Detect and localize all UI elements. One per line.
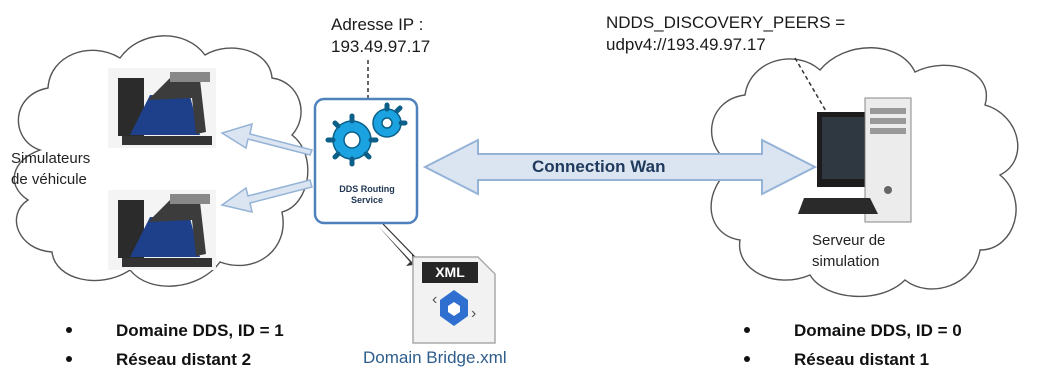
gears-icon: [325, 102, 408, 167]
discovery-peers-line1: NDDS_DISCOVERY_PEERS =: [606, 13, 846, 32]
dds-routing-line2: Service: [350, 195, 384, 205]
right-bullet-item: Réseau distant 1: [744, 345, 962, 374]
bullet-dot: [744, 356, 750, 362]
svg-text:‹: ‹: [432, 291, 437, 308]
arrow-to-simulator-bottom: [220, 179, 313, 214]
server-line2: simulation: [812, 253, 880, 270]
left-bullet-item: Domaine DDS, ID = 1: [66, 316, 284, 345]
right-bullet-text: Domaine DDS, ID = 0: [794, 321, 962, 340]
right-bullet-list: Domaine DDS, ID = 0 Réseau distant 1: [744, 316, 962, 374]
simulators-label: Simulateurs de véhicule: [11, 148, 90, 190]
left-bullet-list: Domaine DDS, ID = 1 Réseau distant 2: [66, 316, 284, 374]
server-label: Serveur de simulation: [812, 230, 885, 272]
bullet-dot: [744, 327, 750, 333]
left-bullet-text: Domaine DDS, ID = 1: [116, 321, 284, 340]
left-bullet-text: Réseau distant 2: [116, 350, 252, 369]
arrow-to-simulator-top: [220, 122, 314, 156]
server-line1: Serveur de: [812, 232, 886, 249]
svg-text:›: ›: [471, 305, 476, 322]
left-bullet-item: Réseau distant 2: [66, 345, 284, 374]
peers-dashed-line: [794, 57, 831, 119]
xml-file-icon: ‹ ›: [378, 223, 496, 344]
left-cloud: [13, 35, 309, 287]
right-bullet-text: Réseau distant 1: [794, 350, 930, 369]
discovery-peers-label: NDDS_DISCOVERY_PEERS = udpv4://193.49.97…: [606, 12, 845, 56]
wan-double-arrow: [422, 138, 818, 196]
ip-address-label: Adresse IP : 193.49.97.17: [331, 14, 430, 58]
ip-address-line2: 193.49.97.17: [331, 37, 431, 56]
bullet-dot: [66, 356, 72, 362]
xml-badge-label: XML: [435, 264, 465, 280]
simulators-line2: de véhicule: [11, 171, 87, 188]
simulator-seat-image: [108, 190, 216, 270]
right-bullet-item: Domaine DDS, ID = 0: [744, 316, 962, 345]
computer-icon: [798, 97, 912, 223]
dds-routing-line1: DDS Routing: [339, 184, 395, 194]
wan-connection-label: Connection Wan: [532, 157, 666, 176]
ip-address-line1: Adresse IP :: [331, 15, 424, 34]
bullet-dot: [66, 327, 72, 333]
simulators-line1: Simulateurs: [11, 150, 91, 167]
dds-routing-label: DDS Routing Service: [322, 184, 412, 206]
discovery-peers-line2: udpv4://193.49.97.17: [606, 35, 766, 54]
simulator-seat-image: [108, 68, 216, 148]
xml-filename-label: Domain Bridge.xml: [363, 348, 507, 367]
